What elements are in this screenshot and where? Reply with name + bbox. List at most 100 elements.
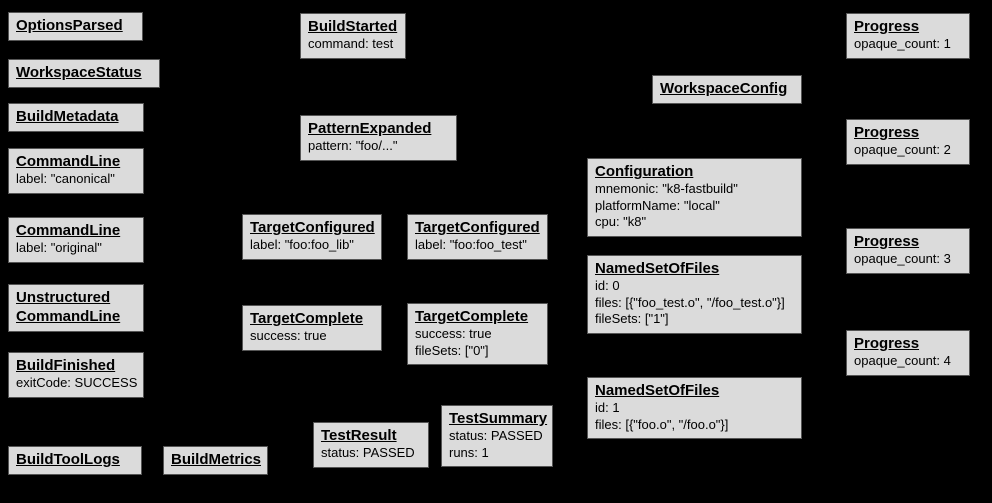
event-field: label: "foo:foo_lib": [250, 237, 354, 252]
event-field: status: PASSED: [449, 428, 543, 443]
event-title: BuildMetadata: [16, 108, 119, 125]
event-field: mnemonic: "k8-fastbuild": [595, 181, 738, 196]
event-node-pattern-expanded: PatternExpanded pattern: "foo/...": [300, 115, 457, 161]
event-title: TestResult: [321, 427, 397, 444]
event-node-fields: label: "original": [16, 240, 136, 257]
event-field: id: 0: [595, 278, 620, 293]
event-title: BuildMetrics: [171, 451, 262, 468]
event-node-fields: label: "foo:foo_test": [415, 237, 540, 254]
event-node-title: CommandLine: [16, 221, 136, 240]
event-node-fields: exitCode: SUCCESS: [16, 375, 138, 392]
event-node-target-configured-foo-test: TargetConfigured label: "foo:foo_test": [407, 214, 548, 260]
event-node-fields: mnemonic: "k8-fastbuild"platformName: "l…: [595, 181, 794, 231]
event-node-fields: opaque_count: 4: [854, 353, 962, 370]
event-node-title: Progress: [854, 334, 962, 353]
event-node-test-result: TestResult status: PASSED: [313, 422, 429, 468]
event-field: opaque_count: 3: [854, 251, 951, 266]
event-node-title: BuildToolLogs: [16, 450, 134, 469]
event-field: platformName: "local": [595, 197, 720, 213]
event-node-progress-1: Progress opaque_count: 1: [846, 13, 970, 59]
event-field: files: [{"foo.o", "/foo.o"}]: [595, 416, 729, 432]
event-node-title: NamedSetOfFiles: [595, 259, 794, 278]
event-node-workspace-config: WorkspaceConfig: [652, 75, 802, 104]
event-node-fields: label: "canonical": [16, 171, 136, 188]
event-field: label: "foo:foo_test": [415, 237, 527, 252]
event-node-progress-4: Progress opaque_count: 4: [846, 330, 970, 376]
event-field: files: [{"foo_test.o", "/foo_test.o"}]: [595, 294, 785, 310]
event-node-title: OptionsParsed: [16, 16, 135, 35]
event-field: opaque_count: 2: [854, 142, 951, 157]
event-title: CommandLine: [16, 153, 121, 170]
event-node-title: Configuration: [595, 162, 794, 181]
event-node-title: BuildMetadata: [16, 107, 136, 126]
event-title: Progress: [854, 335, 920, 352]
event-title: Unstructured: [16, 289, 111, 306]
event-title: OptionsParsed: [16, 17, 123, 34]
event-node-command-line-canonical: CommandLine label: "canonical": [8, 148, 144, 194]
event-node-target-complete-foo-lib: TargetComplete success: true: [242, 305, 382, 351]
event-field: exitCode: SUCCESS: [16, 375, 138, 390]
event-field: id: 1: [595, 400, 620, 415]
event-node-title: Progress: [854, 17, 962, 36]
event-field: opaque_count: 4: [854, 353, 951, 368]
event-title: CommandLine: [16, 308, 121, 325]
event-node-title: TargetConfigured: [415, 218, 540, 237]
event-title: WorkspaceConfig: [660, 80, 788, 97]
event-title: TargetConfigured: [415, 219, 540, 236]
event-node-title: Progress: [854, 232, 962, 251]
event-node-title: TestResult: [321, 426, 421, 445]
event-node-fields: status: PASSED: [321, 445, 421, 462]
event-node-title: WorkspaceConfig: [660, 79, 794, 98]
event-field: opaque_count: 1: [854, 36, 951, 51]
event-node-options-parsed: OptionsParsed: [8, 12, 143, 41]
event-title: NamedSetOfFiles: [595, 382, 720, 399]
event-node-title: CommandLine: [16, 152, 136, 171]
event-node-build-metrics: BuildMetrics: [163, 446, 268, 475]
event-field: cpu: "k8": [595, 214, 647, 229]
event-node-build-tool-logs: BuildToolLogs: [8, 446, 142, 475]
event-node-title: WorkspaceStatus: [16, 63, 152, 82]
event-field: pattern: "foo/...": [308, 138, 398, 153]
event-title: BuildStarted: [308, 18, 398, 35]
event-node-title: TargetComplete: [415, 307, 540, 326]
event-field: runs: 1: [449, 444, 489, 460]
event-title: TargetComplete: [250, 310, 364, 327]
event-field: fileSets: ["1"]: [595, 311, 669, 326]
event-field: status: PASSED: [321, 445, 415, 460]
event-title: NamedSetOfFiles: [595, 260, 720, 277]
event-node-fields: opaque_count: 2: [854, 142, 962, 159]
event-title: CommandLine: [16, 222, 121, 239]
event-node-title: BuildFinished: [16, 356, 136, 375]
event-node-command-line-original: CommandLine label: "original": [8, 217, 144, 263]
event-node-build-metadata: BuildMetadata: [8, 103, 144, 132]
event-node-target-configured-foo-lib: TargetConfigured label: "foo:foo_lib": [242, 214, 382, 260]
event-node-title: TargetComplete: [250, 309, 374, 328]
event-title: TestSummary: [449, 410, 548, 427]
event-node-progress-2: Progress opaque_count: 2: [846, 119, 970, 165]
event-field: success: true: [250, 328, 327, 343]
event-node-fields: success: true: [250, 328, 374, 345]
event-node-title: TargetConfigured: [250, 218, 375, 237]
event-title: TargetComplete: [415, 308, 529, 325]
event-field: success: true: [415, 326, 492, 341]
event-node-title: NamedSetOfFiles: [595, 381, 794, 400]
event-node-title: Progress: [854, 123, 962, 142]
event-title: WorkspaceStatus: [16, 64, 142, 81]
event-node-fields: label: "foo:foo_lib": [250, 237, 374, 254]
event-node-build-finished: BuildFinished exitCode: SUCCESS: [8, 352, 144, 398]
event-title: Progress: [854, 233, 920, 250]
event-node-fields: opaque_count: 1: [854, 36, 962, 53]
event-title: BuildToolLogs: [16, 451, 120, 468]
event-node-workspace-status: WorkspaceStatus: [8, 59, 160, 88]
event-title: Progress: [854, 124, 920, 141]
event-title: Configuration: [595, 163, 694, 180]
